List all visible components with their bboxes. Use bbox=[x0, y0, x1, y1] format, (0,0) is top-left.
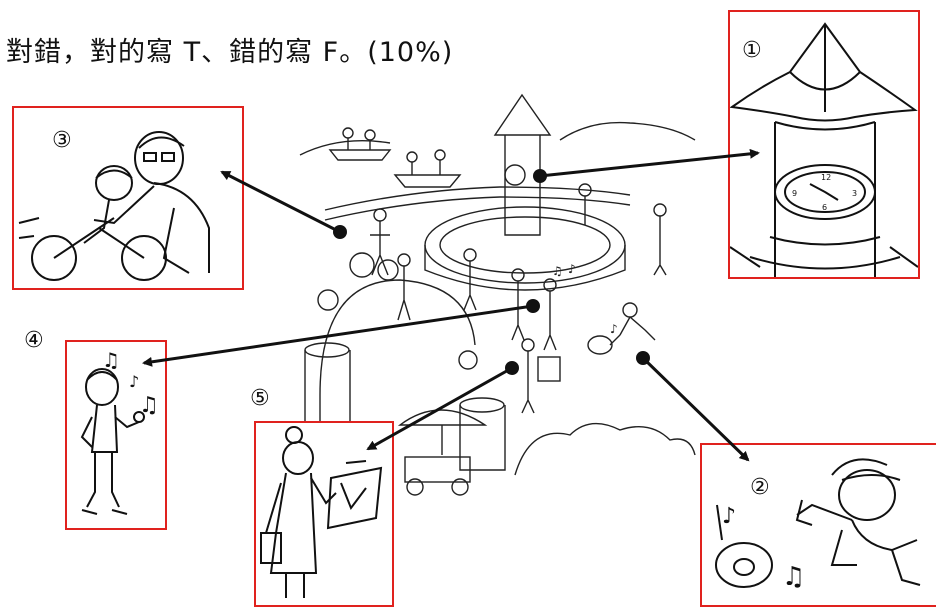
marker-5: ⑤ bbox=[250, 386, 270, 411]
svg-text:♫: ♫ bbox=[102, 348, 120, 372]
question-instruction: 對錯，對的寫 T、錯的寫 F。(10%) bbox=[6, 37, 454, 68]
marker-3: ③ bbox=[52, 128, 72, 153]
svg-text:♪: ♪ bbox=[610, 322, 618, 336]
svg-text:♪: ♪ bbox=[568, 262, 576, 276]
marker-4: ④ bbox=[24, 328, 44, 353]
picture-box-4: ♫ ♪ ♫ bbox=[65, 340, 167, 530]
clock-tower-illustration: 12 3 6 9 bbox=[730, 22, 918, 277]
picture-box-2: ② ♪ ♫ bbox=[700, 443, 936, 607]
father-child-bike-illustration bbox=[18, 131, 210, 281]
svg-text:♪: ♪ bbox=[129, 372, 139, 391]
svg-text:♫: ♫ bbox=[552, 264, 563, 278]
woman-painting-illustration bbox=[260, 426, 383, 598]
svg-text:3: 3 bbox=[852, 189, 857, 198]
boy-dancing-illustration: ♪ ♫ bbox=[715, 458, 921, 592]
picture-box-1: ① 12 3 6 9 bbox=[728, 10, 920, 279]
boy-singing-illustration: ♫ ♪ ♫ bbox=[80, 348, 159, 515]
marker-1: ① bbox=[742, 38, 762, 63]
svg-text:12: 12 bbox=[821, 173, 831, 182]
svg-text:6: 6 bbox=[822, 203, 827, 212]
park-scene-illustration: ♫ ♪ ♪ bbox=[299, 93, 696, 496]
svg-text:♪: ♪ bbox=[722, 504, 736, 529]
svg-text:9: 9 bbox=[792, 189, 797, 198]
svg-text:♫: ♫ bbox=[782, 562, 805, 592]
marker-2: ② bbox=[750, 475, 770, 500]
svg-text:♫: ♫ bbox=[139, 393, 159, 418]
picture-box-3: ③ bbox=[12, 106, 244, 290]
picture-box-5 bbox=[254, 421, 394, 607]
